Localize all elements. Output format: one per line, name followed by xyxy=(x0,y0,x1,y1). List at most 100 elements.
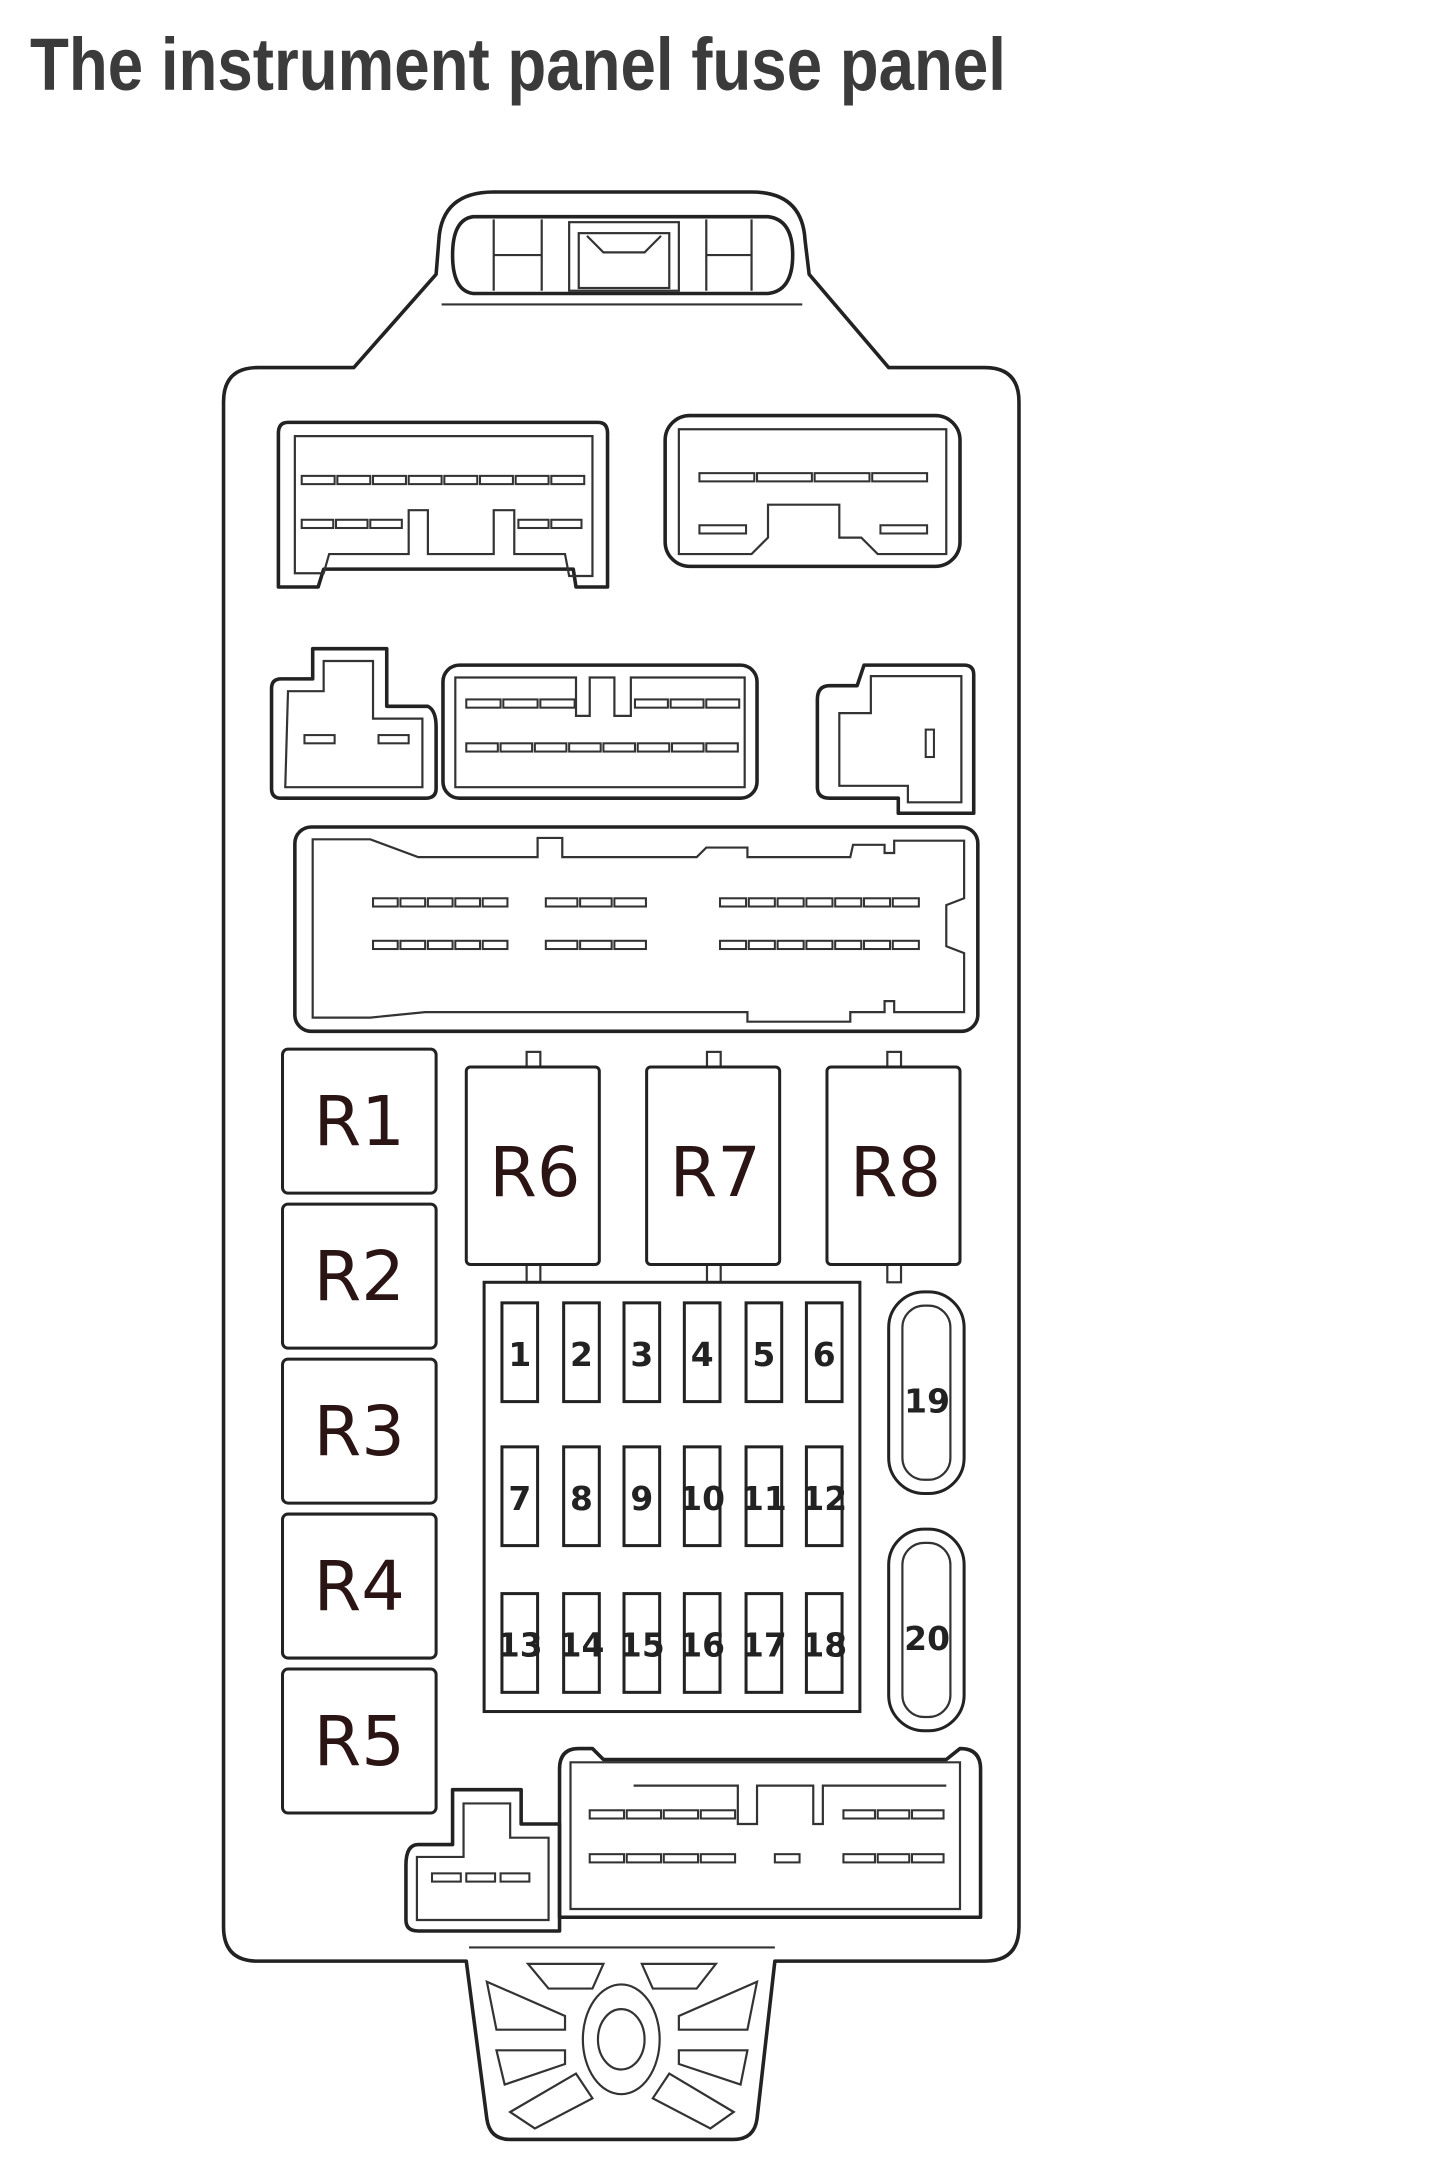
terminal-slot xyxy=(369,518,403,530)
fuse-label: 16 xyxy=(679,1626,725,1665)
relay-label: R2 xyxy=(314,1237,405,1317)
fuse-1: 1 xyxy=(500,1301,540,1404)
terminal-slot xyxy=(539,698,576,709)
connector-g xyxy=(557,1746,983,1920)
terminal-slot xyxy=(891,897,920,908)
fuse-2: 2 xyxy=(562,1301,601,1404)
relay-label: R7 xyxy=(670,1133,761,1213)
terminal-slot xyxy=(862,897,892,908)
fuse-label: 12 xyxy=(801,1479,847,1518)
terminal-slot xyxy=(300,474,336,486)
terminal-slot xyxy=(372,939,399,951)
connector-main xyxy=(293,825,980,1034)
fuse-label: 7 xyxy=(508,1479,531,1518)
terminal-slot xyxy=(454,939,482,951)
relay-label: R6 xyxy=(489,1133,580,1213)
terminal-slot xyxy=(699,1809,737,1820)
terminal-slot xyxy=(481,939,509,951)
terminal-slot xyxy=(756,472,813,483)
terminal-slot xyxy=(550,518,583,530)
fuse-4: 4 xyxy=(682,1301,722,1404)
terminal-slot xyxy=(579,897,613,908)
connector-c xyxy=(269,646,438,800)
terminal-slot xyxy=(602,742,636,753)
relay-r7: R7 xyxy=(645,1050,782,1284)
terminal-slot xyxy=(670,742,705,753)
terminal-slot xyxy=(407,474,443,486)
terminal-slot xyxy=(613,897,647,908)
terminal-slot xyxy=(544,939,579,951)
terminal-slot xyxy=(842,1809,876,1820)
terminal-slot xyxy=(426,939,454,951)
terminal-slot xyxy=(705,742,739,753)
relay-r1: R1 xyxy=(281,1047,438,1195)
fuse-label: 15 xyxy=(619,1626,665,1665)
fuse-label: 13 xyxy=(497,1626,543,1665)
terminal-slot xyxy=(876,1809,911,1820)
fuse-8: 8 xyxy=(562,1445,601,1548)
fuse-label: 2 xyxy=(570,1335,593,1374)
fuse-label: 14 xyxy=(559,1626,605,1665)
fuse-15: 15 xyxy=(619,1592,665,1694)
fuse-13: 13 xyxy=(497,1592,543,1694)
relay-label: R4 xyxy=(314,1547,405,1627)
relay-r3: R3 xyxy=(281,1357,438,1505)
terminal-slot xyxy=(454,897,482,908)
connector-f xyxy=(404,1787,562,1933)
fuse-label: 8 xyxy=(570,1479,593,1518)
relay-r5: R5 xyxy=(281,1667,438,1815)
relay-r2: R2 xyxy=(281,1202,438,1350)
fuse-label: 11 xyxy=(741,1479,787,1518)
relay-r6: R6 xyxy=(464,1050,601,1284)
relay-r8: R8 xyxy=(825,1050,962,1284)
terminal-slot xyxy=(776,939,805,951)
terminal-slot xyxy=(879,524,929,535)
fuse-10: 10 xyxy=(679,1445,725,1548)
terminal-slot xyxy=(747,897,776,908)
relay-label: R1 xyxy=(314,1082,405,1162)
fuse-5: 5 xyxy=(744,1301,784,1404)
page-title: The instrument panel fuse panel xyxy=(30,23,1006,106)
terminal-slot xyxy=(669,698,705,709)
terminal-slot xyxy=(550,474,586,486)
terminal-slot xyxy=(465,742,499,753)
terminal-slot xyxy=(502,698,539,709)
fuse-label: 20 xyxy=(904,1619,950,1658)
terminal-slot xyxy=(533,742,568,753)
connector-b xyxy=(663,413,962,569)
terminal-slot xyxy=(514,474,550,486)
terminal-slot xyxy=(698,524,748,535)
terminal-slot xyxy=(805,939,834,951)
fuse-17: 17 xyxy=(741,1592,787,1694)
terminal-slot xyxy=(568,742,602,753)
terminal-slot xyxy=(747,939,776,951)
terminal-slot xyxy=(776,897,805,908)
connector-d xyxy=(441,663,759,800)
terminal-slot xyxy=(443,474,479,486)
terminal-slot xyxy=(478,474,514,486)
terminal-slot xyxy=(891,939,920,951)
fuse-11: 11 xyxy=(741,1445,787,1548)
fuse-7: 7 xyxy=(500,1445,540,1548)
mounting-tab xyxy=(485,1962,759,2130)
terminal-slot xyxy=(399,939,427,951)
fuse-label: 4 xyxy=(691,1335,714,1374)
fuse-label: 19 xyxy=(904,1382,950,1421)
fuse-19: 19 xyxy=(887,1290,966,1495)
terminal-slot xyxy=(910,1853,945,1864)
terminal-slot xyxy=(718,939,748,951)
terminal-slot xyxy=(399,897,427,908)
terminal-slot xyxy=(372,897,399,908)
terminal-slot xyxy=(588,1809,626,1820)
terminal-slot xyxy=(300,518,335,530)
fuse-14: 14 xyxy=(559,1592,605,1694)
connector-e xyxy=(815,663,976,816)
terminal-slot xyxy=(699,1853,737,1864)
terminal-slot xyxy=(625,1853,663,1864)
terminal-slot xyxy=(834,897,863,908)
fuse-label: 18 xyxy=(801,1626,847,1665)
terminal-slot xyxy=(426,897,454,908)
